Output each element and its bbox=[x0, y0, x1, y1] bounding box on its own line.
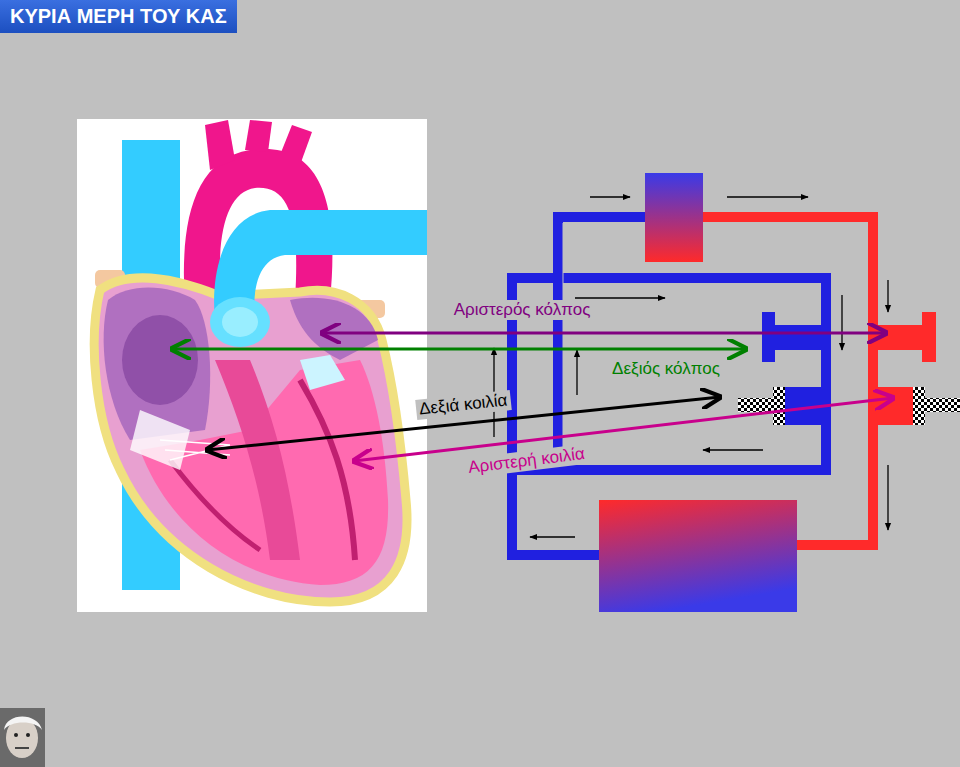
heart-illustration bbox=[140, 360, 388, 585]
circulation-schematic bbox=[873, 325, 922, 350]
circulation-schematic bbox=[922, 312, 936, 362]
chamber-label: Αριστερός κόλπος bbox=[451, 300, 594, 320]
circulation-schematic bbox=[925, 398, 960, 412]
circulation-schematic bbox=[645, 173, 703, 262]
circulation-schematic bbox=[762, 312, 775, 362]
portrait-thumbnail bbox=[4, 717, 42, 731]
pointer-arrows bbox=[322, 332, 886, 335]
circulation-schematic bbox=[530, 536, 575, 537]
heart-illustration bbox=[245, 120, 272, 152]
circulation-schematic bbox=[727, 196, 808, 197]
circulation-schematic bbox=[563, 223, 564, 465]
heart-illustration bbox=[280, 125, 312, 165]
heart-illustration bbox=[77, 119, 427, 612]
title-bar: ΚΥΡΙΑ ΜΕΡΗ ΤΟΥ ΚΑΣ bbox=[0, 0, 237, 33]
circulation-schematic bbox=[575, 297, 665, 298]
circulation-schematic bbox=[576, 350, 577, 395]
chamber-label: Δεξιά κοιλία bbox=[415, 390, 511, 420]
circulation-schematic bbox=[703, 217, 873, 545]
circulation-schematic bbox=[494, 197, 888, 537]
slide-title: ΚΥΡΙΑ ΜΕΡΗ ΤΟΥ ΚΑΣ bbox=[10, 5, 227, 28]
circulation-schematic bbox=[887, 465, 888, 530]
chamber-label: Δεξιός κόλπος bbox=[609, 359, 723, 379]
circulation-schematic bbox=[913, 387, 925, 425]
circulation-schematic bbox=[878, 387, 913, 425]
heart-illustration bbox=[122, 315, 198, 405]
circulation-schematic bbox=[773, 387, 785, 425]
circulation-schematic bbox=[590, 196, 630, 197]
circulation-schematic bbox=[512, 278, 826, 470]
heart-illustration bbox=[205, 120, 235, 170]
circulation-schematic bbox=[599, 500, 797, 612]
portrait-thumbnail bbox=[15, 747, 29, 749]
circulation-schematic bbox=[494, 173, 960, 612]
portrait-thumbnail bbox=[26, 733, 30, 737]
circulation-schematic bbox=[703, 449, 763, 450]
pointer-arrows bbox=[207, 397, 720, 450]
portrait-thumbnail bbox=[14, 733, 18, 737]
circulation-schematic bbox=[841, 295, 842, 350]
portrait-thumbnail bbox=[0, 708, 45, 767]
chamber-label: Αριστερή κοιλία bbox=[465, 444, 590, 479]
circulation-schematic bbox=[775, 325, 826, 350]
heart-illustration bbox=[215, 360, 300, 560]
heart-illustration bbox=[210, 297, 270, 347]
circulation-schematic bbox=[493, 348, 494, 437]
pointer-arrows bbox=[172, 333, 893, 461]
circulation-schematic bbox=[887, 280, 888, 312]
heart-illustration bbox=[290, 298, 378, 360]
portrait-thumbnail bbox=[0, 708, 45, 767]
heart-illustration bbox=[94, 278, 407, 602]
heart-illustration bbox=[300, 355, 345, 390]
heart-illustration bbox=[77, 119, 427, 612]
heart-illustration bbox=[170, 460, 260, 550]
heart-illustration bbox=[222, 307, 258, 337]
pointer-arrows bbox=[354, 398, 893, 461]
pointer-arrows bbox=[172, 348, 746, 351]
heart-illustration bbox=[300, 380, 355, 560]
